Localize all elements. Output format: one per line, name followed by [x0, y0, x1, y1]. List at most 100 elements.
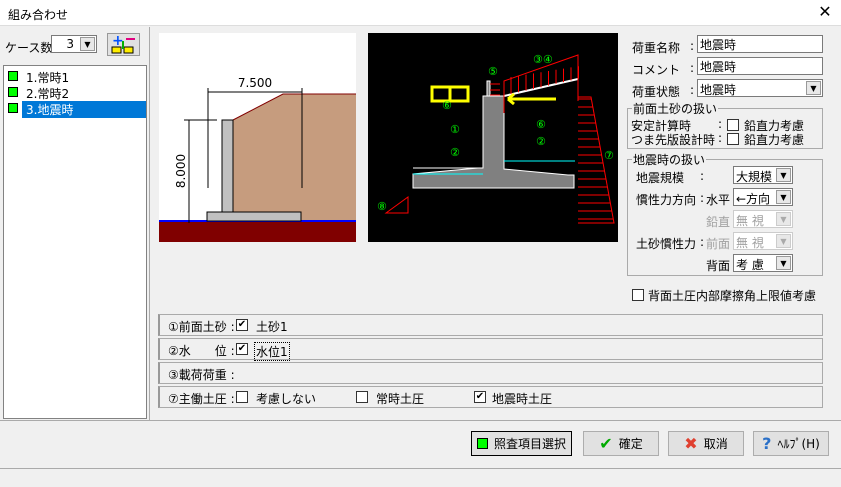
seismic-group: 地震時の扱い [627, 151, 823, 276]
label-6-arrow: ⑥ [536, 118, 546, 131]
button-label: 取消 [703, 437, 728, 451]
button-label: 確定 [618, 437, 643, 451]
vertical-label: 鉛直力考慮 [744, 133, 805, 147]
load-state-label: 荷重状態 [632, 85, 681, 99]
chevron-down-icon: ▼ [776, 212, 791, 226]
status-icon [8, 103, 18, 113]
group-title: 地震時の扱い [633, 153, 706, 167]
soil-inertia-label: 土砂慣性力 [636, 237, 697, 251]
front-inertia-value: 無 視 [736, 236, 764, 250]
x-icon: ✖ [684, 434, 698, 453]
colon: : [700, 191, 705, 205]
check-items-button[interactable]: 照査項目選択 [471, 431, 572, 456]
toe-label: つま先版設計時 [631, 133, 716, 147]
chevron-down-icon: ▼ [80, 37, 95, 51]
case-count-value: 3 [66, 37, 74, 51]
label-7: ⑦ [604, 149, 614, 162]
width-dimension: 7.500 [238, 76, 272, 90]
seismic-pressure-checkbox[interactable]: ✔ [474, 391, 486, 403]
vertical-select: 無 視 ▼ [733, 210, 793, 228]
comment-label: コメント [632, 63, 681, 77]
back-label: 背面 [706, 259, 731, 273]
chevron-down-icon: ▼ [806, 81, 821, 95]
label-5: ⑤ [488, 65, 498, 78]
button-label: ﾍﾙﾌﾟ(H) [777, 437, 820, 451]
stability-vertical-checkbox[interactable] [727, 119, 739, 131]
add-case-button[interactable]: + [107, 33, 140, 56]
label-3-4: ③④ [533, 53, 553, 66]
group-title: 前面土砂の扱い [633, 102, 718, 116]
ok-button[interactable]: ✔ 確定 [583, 431, 659, 456]
front-soil-checkbox[interactable]: ✔ [236, 319, 248, 331]
horizontal-value: ←方向 [736, 192, 771, 206]
opt-label: 考慮しない [256, 392, 317, 406]
vertical-value: 無 視 [736, 214, 764, 228]
status-icon [8, 87, 18, 97]
front-soil-item: 土砂1 [256, 320, 288, 334]
load-row: ③載荷荷重 : [158, 362, 823, 384]
load-state-select[interactable]: 地震時 ▼ [697, 79, 823, 97]
colon: : [700, 235, 705, 249]
list-item[interactable]: 2.常時2 [4, 84, 146, 101]
label-8: ⑧ [377, 200, 387, 213]
toe-vertical-checkbox[interactable] [727, 133, 739, 145]
row-label: ①前面土砂 : [168, 320, 235, 334]
colon: : [718, 117, 723, 131]
green-square-icon [476, 438, 488, 449]
colon: : [690, 39, 695, 53]
height-dimension: 8.000 [174, 154, 188, 188]
case-list[interactable]: 1.常時1 2.常時2 3.地震時 [3, 65, 147, 419]
chevron-down-icon: ▼ [776, 190, 791, 204]
back-inertia-value: 考 慮 [736, 258, 764, 272]
horizontal-select[interactable]: ←方向 ▼ [733, 188, 793, 206]
vertical-dir-label: 鉛直 [706, 215, 731, 229]
wall-section-drawing: 7.500 8.000 [159, 33, 356, 242]
comment-input[interactable] [697, 57, 823, 75]
inertia-label: 慣性力方向 [636, 193, 697, 207]
list-item[interactable]: 1.常時1 [4, 68, 146, 85]
label-2-back: ② [536, 135, 546, 148]
help-button[interactable]: ? ﾍﾙﾌﾟ(H) [753, 431, 829, 456]
friction-limit-label: 背面土圧内部摩擦角上限値考慮 [648, 289, 817, 303]
back-inertia-select[interactable]: 考 慮▼ [733, 254, 793, 272]
check-icon: ✔ [599, 434, 613, 453]
ground [159, 221, 356, 242]
horizontal-label: 水平 [706, 193, 731, 207]
close-icon[interactable]: ✕ [818, 2, 832, 21]
row-label: ③載荷荷重 : [168, 368, 235, 382]
backfill-soil [233, 94, 356, 221]
chevron-down-icon: ▼ [776, 234, 791, 248]
colon: : [690, 83, 695, 97]
title-bar: 組み合わせ ✕ [0, 0, 841, 26]
case-panel: ケース数: 3 ▼ + [0, 27, 150, 420]
opt-label: 常時土圧 [376, 392, 425, 406]
front-soil-group: 前面土砂の扱い [627, 100, 823, 149]
case-label: 2.常時2 [26, 87, 70, 101]
list-item[interactable]: 3.地震時 [4, 100, 146, 118]
status-bar [0, 468, 841, 469]
colon: : [718, 131, 723, 145]
chevron-down-icon: ▼ [776, 168, 791, 182]
active-pressure-row: ⑦主働土圧 : 考慮しない 常時土圧 ✔ 地震時土圧 [158, 386, 823, 408]
front-soil-row: ①前面土砂 : ✔ 土砂1 [158, 314, 823, 336]
colon: : [690, 61, 695, 75]
normal-pressure-checkbox[interactable] [356, 391, 368, 403]
case-count-select[interactable]: 3 ▼ [51, 35, 97, 53]
label-2: ② [450, 146, 460, 159]
vertical-label: 鉛直力考慮 [744, 119, 805, 133]
water-checkbox[interactable]: ✔ [236, 343, 248, 355]
friction-limit-checkbox[interactable] [632, 289, 644, 301]
cancel-button[interactable]: ✖ 取消 [668, 431, 744, 456]
water-row: ②水 位 : ✔ 水位1 [158, 338, 823, 361]
no-consider-checkbox[interactable] [236, 391, 248, 403]
load-state-value: 地震時 [700, 83, 737, 97]
scale-value: 大規模 [736, 170, 773, 184]
load-name-input[interactable] [697, 35, 823, 53]
question-icon: ? [762, 434, 772, 453]
front-label: 前面 [706, 237, 731, 251]
scale-select[interactable]: 大規模▼ [733, 166, 793, 184]
add-case-icon: + [111, 33, 135, 54]
scale-label: 地震規模 [636, 171, 685, 185]
button-label: 照査項目選択 [493, 437, 566, 451]
svg-text:+: + [112, 34, 124, 49]
